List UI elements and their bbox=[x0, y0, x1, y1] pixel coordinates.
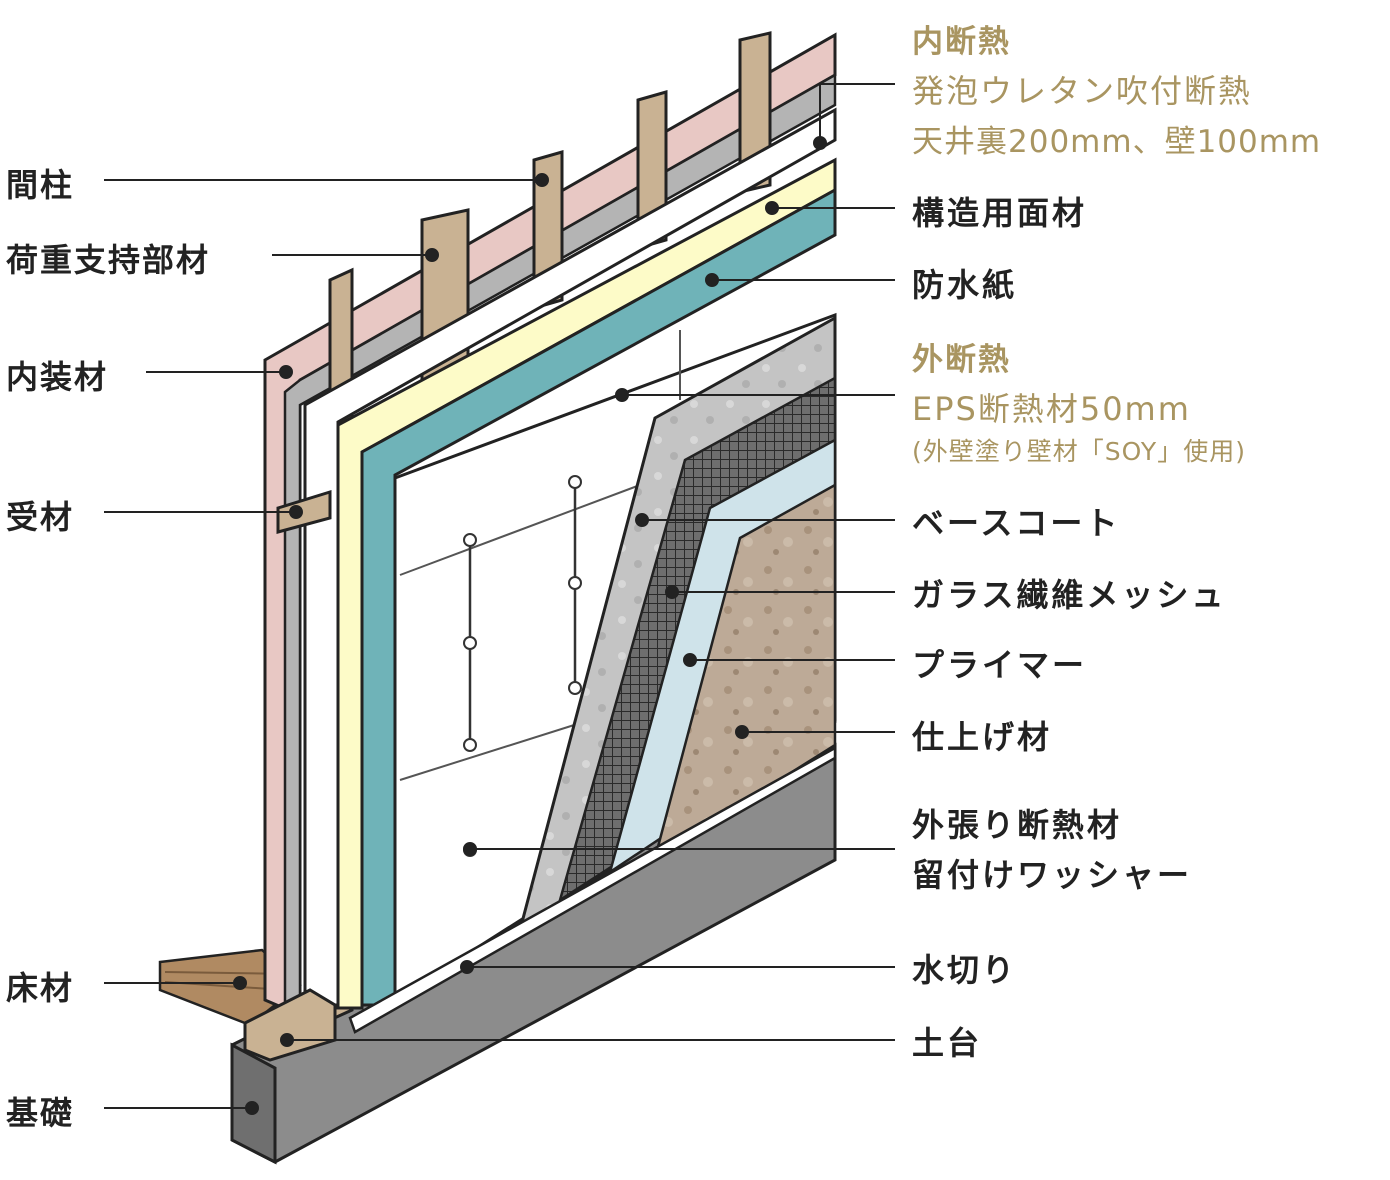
label-outer-insulation-line1: EPS断熱材50mm bbox=[912, 390, 1191, 428]
label-primer: プライマー bbox=[912, 646, 1088, 684]
label-washer-line1: 外張り断熱材 bbox=[912, 806, 1123, 844]
label-load-support: 荷重支持部材 bbox=[6, 241, 211, 279]
label-flashing: 水切り bbox=[912, 951, 1018, 989]
waterproof-paper-panel bbox=[360, 187, 837, 1007]
label-receiver: 受材 bbox=[6, 498, 75, 536]
label-base-coat: ベースコート bbox=[912, 504, 1121, 542]
label-washer-line2: 留付けワッシャー bbox=[912, 856, 1193, 894]
label-outer-insulation-title: 外断熱 bbox=[912, 342, 1011, 378]
label-waterproof-paper: 防水紙 bbox=[912, 266, 1018, 304]
label-structural-board: 構造用面材 bbox=[912, 194, 1088, 232]
leader-lines bbox=[104, 83, 895, 1115]
label-sill: 土台 bbox=[912, 1024, 983, 1062]
label-inner-insulation-line2: 天井裏200mm、壁100mm bbox=[912, 124, 1322, 160]
label-outer-insulation-note: (外壁塗り壁材「SOY」使用) bbox=[912, 437, 1246, 466]
spray-foam-layer bbox=[283, 72, 837, 1014]
label-interior: 内装材 bbox=[6, 358, 109, 396]
label-floor: 床材 bbox=[6, 969, 75, 1007]
label-glass-mesh: ガラス繊維メッシュ bbox=[912, 576, 1227, 614]
label-inner-insulation-title: 内断熱 bbox=[912, 24, 1011, 60]
label-inner-insulation-line1: 発泡ウレタン吹付断熱 bbox=[912, 72, 1253, 110]
label-foundation: 基礎 bbox=[6, 1094, 75, 1132]
flashing-strip bbox=[348, 745, 837, 1034]
label-stud: 間柱 bbox=[6, 166, 75, 204]
label-finish: 仕上げ材 bbox=[912, 718, 1053, 756]
finish-material-layer bbox=[652, 482, 837, 861]
